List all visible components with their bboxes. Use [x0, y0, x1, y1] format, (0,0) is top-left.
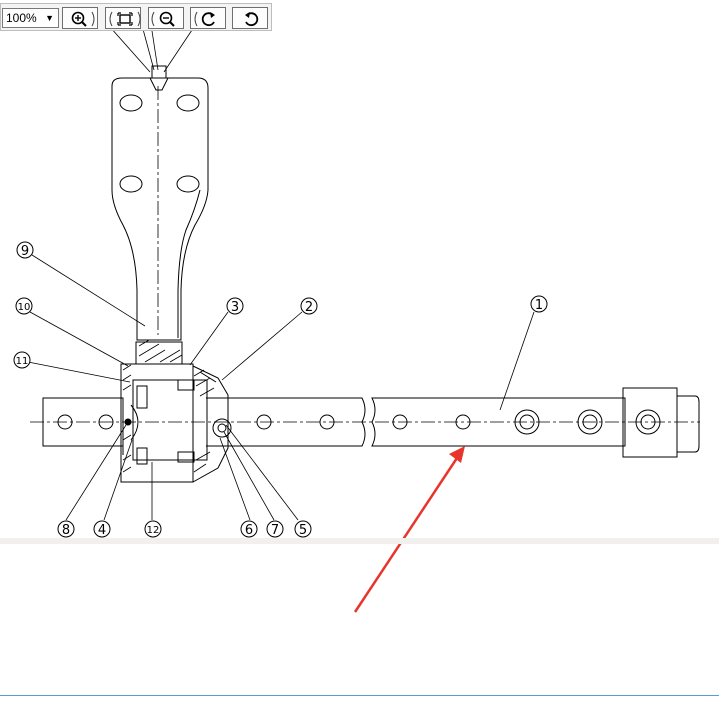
- zoom-value: 100%: [6, 11, 37, 25]
- callout-4: [93, 520, 111, 538]
- rotate-counterclockwise-icon: [245, 12, 259, 27]
- zoom-in-icon: [71, 11, 95, 27]
- callout-label-7: 7: [271, 523, 279, 538]
- annotation-arrow: [353, 446, 465, 613]
- chevron-down-icon: ▼: [45, 13, 54, 23]
- callout-label-3: 3: [231, 300, 239, 315]
- viewer-toolbar: 100% ▼: [0, 3, 272, 31]
- callout-7: [266, 520, 284, 538]
- callout-2: [300, 297, 318, 315]
- callout-10: [15, 297, 33, 315]
- callout-label-6: 6: [245, 523, 253, 538]
- rotate-clockwise-icon: [194, 11, 215, 27]
- zoom-select[interactable]: 100% ▼: [2, 8, 59, 28]
- callout-12: [144, 520, 162, 538]
- rotate-clockwise-button[interactable]: [190, 7, 226, 29]
- fit-page-icon: [109, 11, 141, 27]
- callout-label-9: 9: [21, 244, 29, 259]
- bottom-rule: [0, 695, 719, 696]
- zoom-out-button[interactable]: [148, 7, 184, 29]
- callout-label-10: 10: [18, 302, 31, 313]
- callout-3: [226, 297, 244, 315]
- fit-page-button[interactable]: [105, 7, 141, 29]
- rotate-counterclockwise-button[interactable]: [232, 7, 268, 29]
- callout-label-8: 8: [62, 523, 70, 538]
- callout-9: [16, 241, 34, 259]
- callout-label-5: 5: [299, 523, 307, 538]
- zoom-out-icon: [151, 11, 175, 27]
- callout-label-1: 1: [535, 298, 543, 313]
- callout-label-11: 11: [16, 356, 29, 367]
- callout-1: [530, 295, 548, 313]
- callout-8: [57, 520, 75, 538]
- callout-11: [13, 351, 31, 369]
- page-bottom-strip: [0, 538, 719, 544]
- callout-5: [294, 520, 312, 538]
- callout-label-2: 2: [305, 300, 313, 315]
- callout-6: [240, 520, 258, 538]
- callout-label-12: 12: [147, 525, 160, 536]
- callout-label-4: 4: [98, 523, 106, 538]
- zoom-in-button[interactable]: [62, 7, 98, 29]
